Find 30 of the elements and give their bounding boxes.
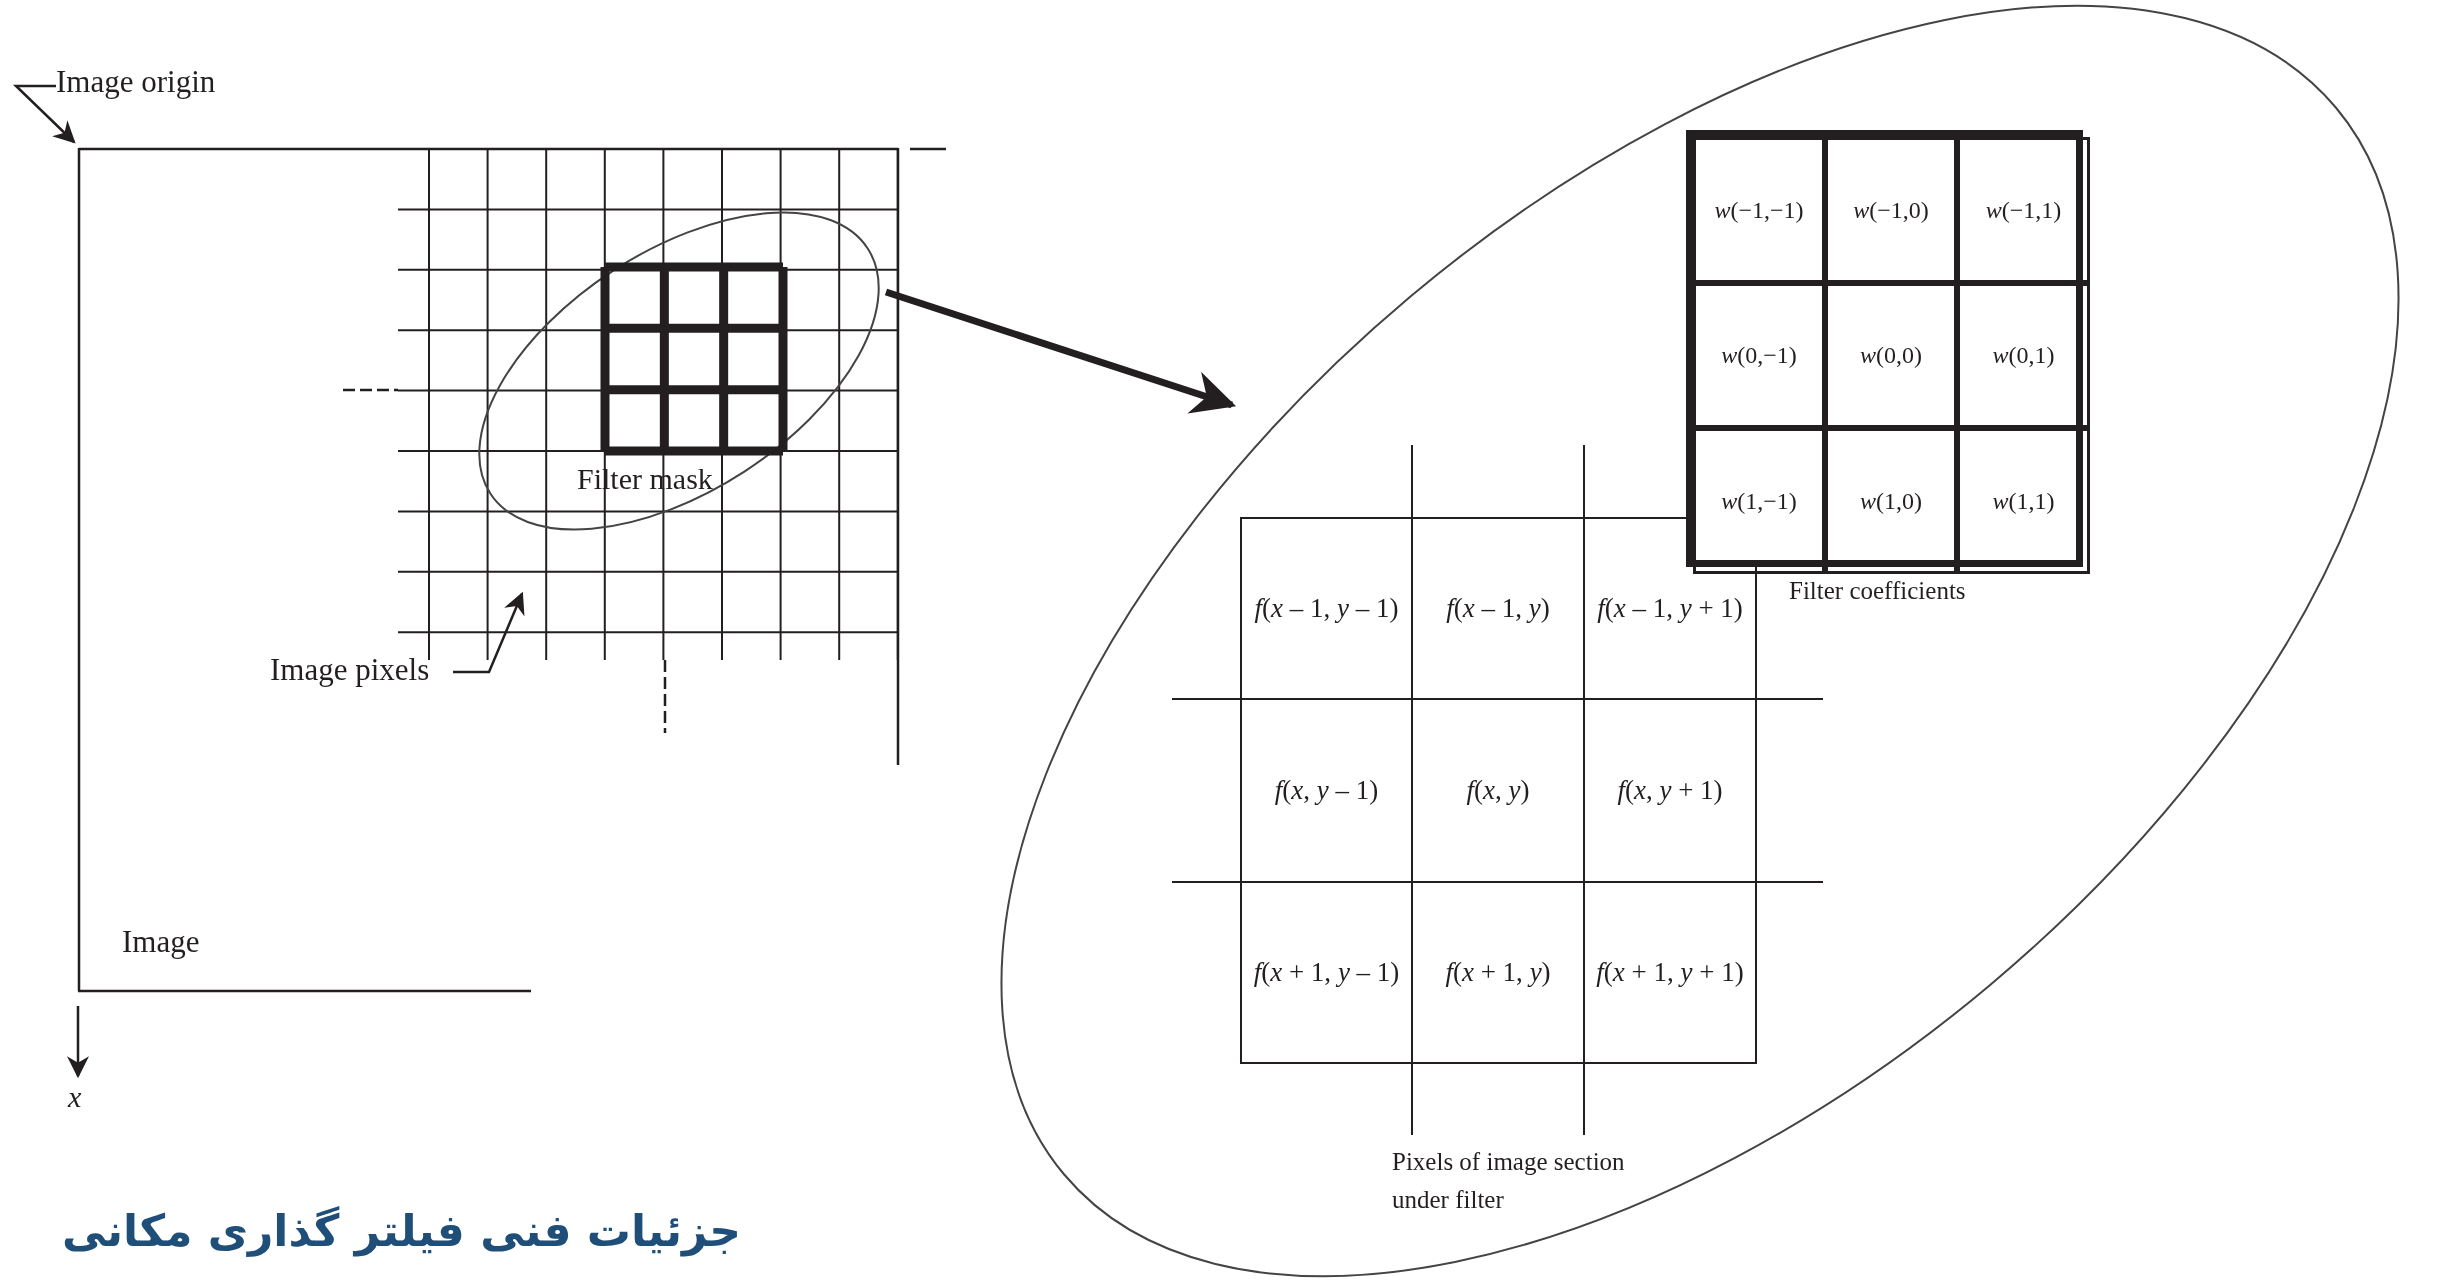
table-cell: f(x + 1, y – 1): [1241, 882, 1412, 1063]
table-cell: w(0,−1): [1693, 283, 1825, 428]
table-cell: w(1,0): [1825, 428, 1957, 574]
callout-text: Image origin: [56, 64, 256, 104]
table-cell: f(x + 1, y + 1): [1584, 882, 1756, 1063]
table-cell: w(0,1): [1957, 283, 2090, 428]
table-cell: w(−1,−1): [1693, 137, 1825, 283]
table-cell: w(−1,1): [1957, 137, 2090, 283]
table-cell: w(0,0): [1825, 283, 1957, 428]
table-cell: f(x – 1, y): [1412, 518, 1584, 699]
slide-title: جزئیات فنی فیلتر گذاری مکانی: [62, 1205, 742, 1256]
table-cell: f(x, y + 1): [1584, 699, 1756, 882]
zoom-ellipse: [1001, 5, 2399, 1277]
table-cell: w(1,1): [1957, 428, 2090, 574]
filter-mask-ellipse: [479, 212, 879, 530]
table-cell: w(1,−1): [1693, 428, 1825, 574]
axis-label: x: [68, 1080, 82, 1114]
leader-line: [12, 84, 76, 144]
grid-caption: Pixels of image section under filter: [1392, 1147, 1626, 1215]
leader-line: [453, 591, 525, 674]
table-cell: f(x, y – 1): [1241, 699, 1412, 882]
table-cell: f(x – 1, y – 1): [1241, 518, 1412, 699]
grid-caption: Filter coefficients: [1789, 577, 1966, 605]
table-cell: w(−1,0): [1825, 137, 1957, 283]
image-frame: [78, 148, 948, 993]
table-cell: f(x + 1, y): [1412, 882, 1584, 1063]
arrow: [884, 288, 1237, 414]
table-cell: f(x, y): [1412, 699, 1584, 882]
image-label: Image: [122, 924, 200, 960]
callout-text: Image pixels: [270, 652, 452, 692]
